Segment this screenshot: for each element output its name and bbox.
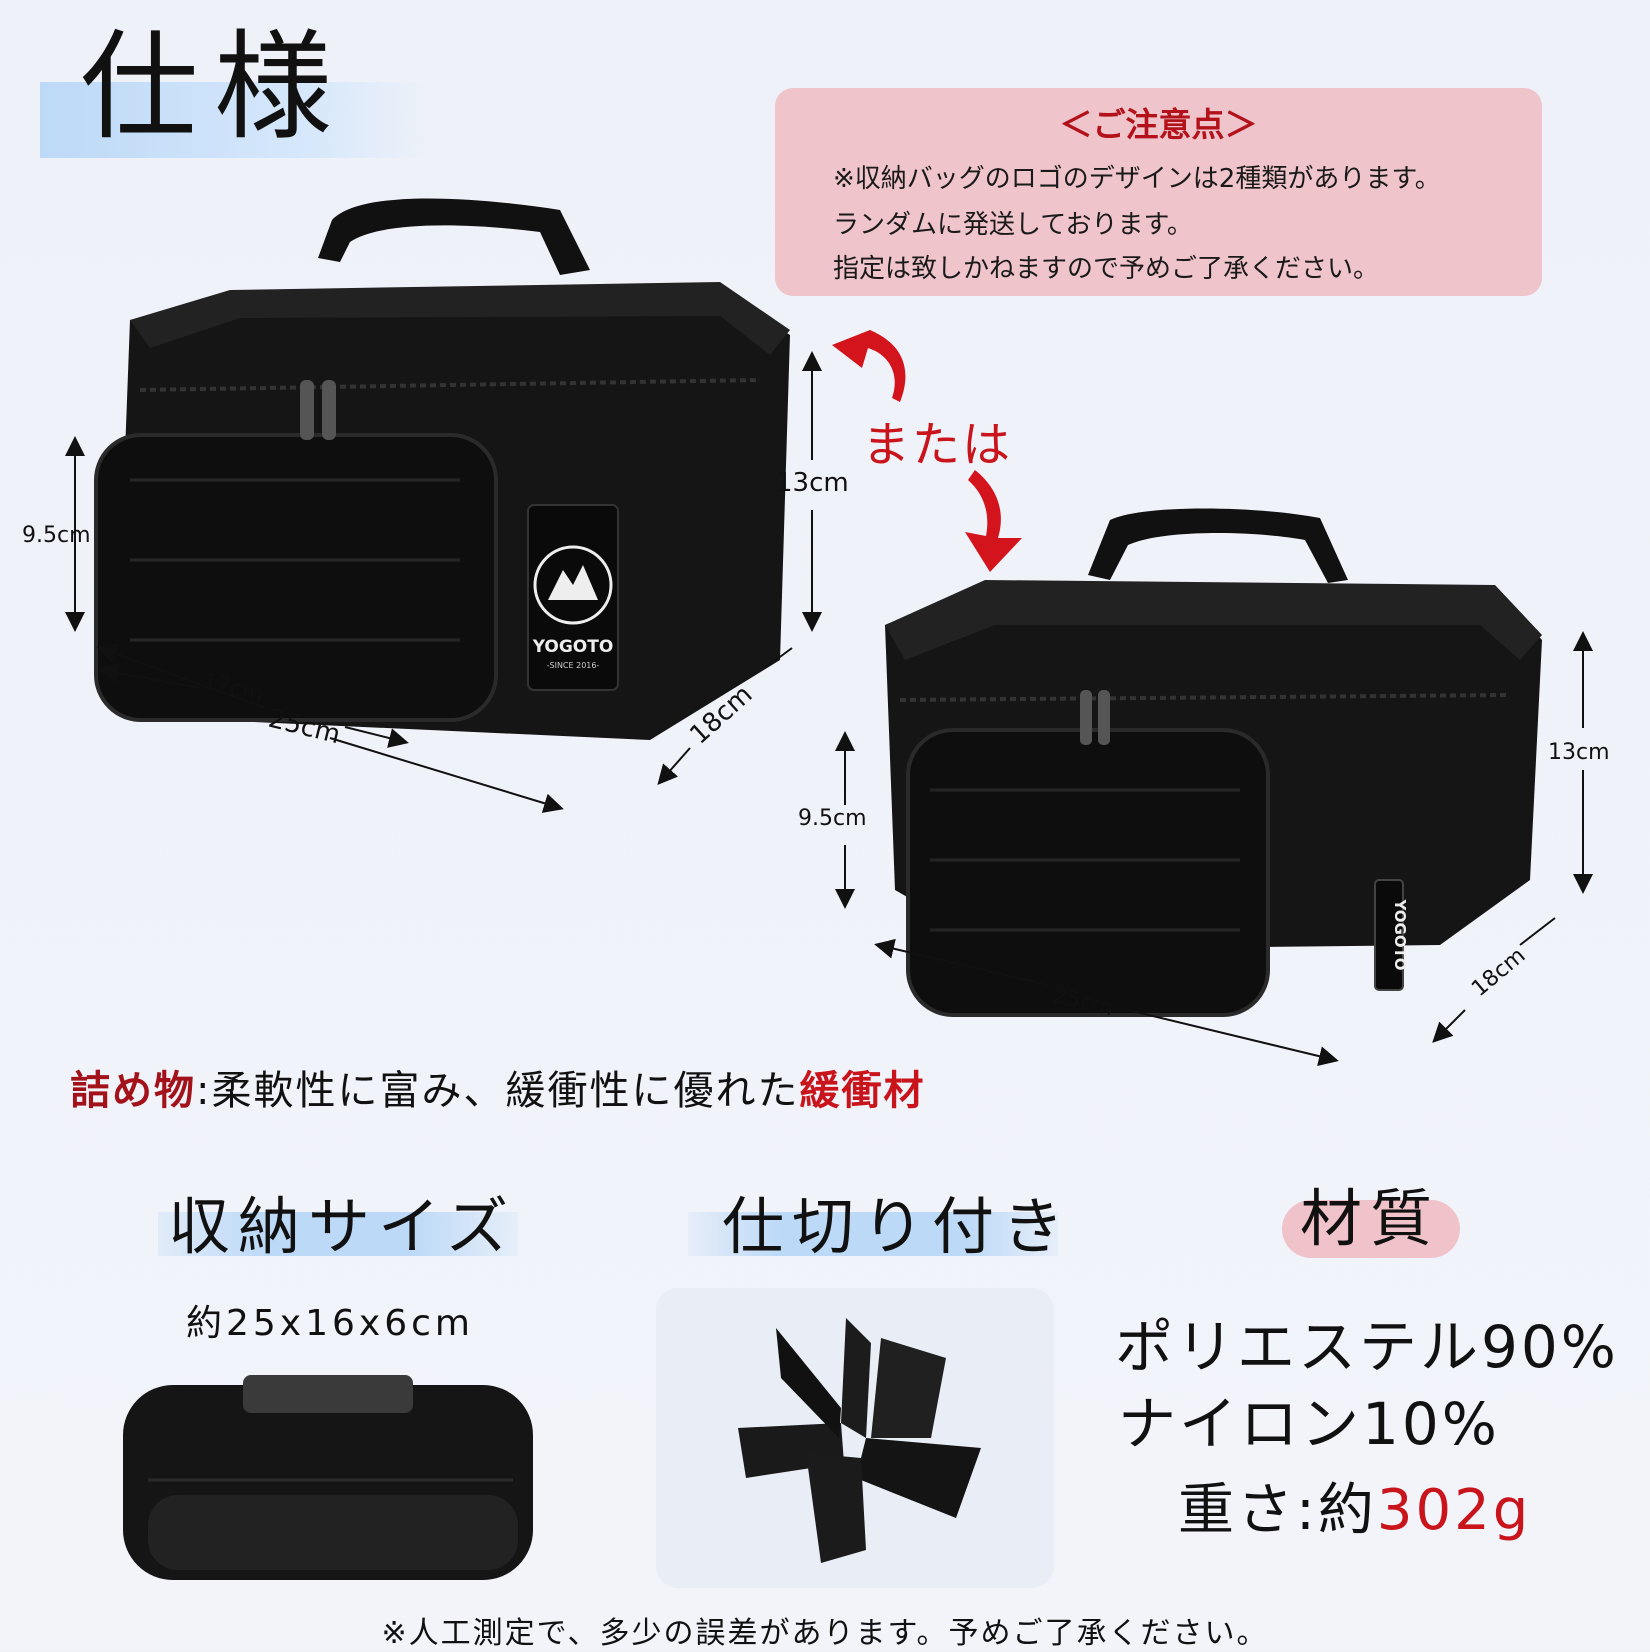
storage-bag-image — [123, 1375, 533, 1580]
bag-2-side-height: 9.5cm — [798, 806, 867, 831]
caution-line-2: ランダムに発送しております。 — [833, 210, 1193, 240]
or-label: または — [862, 417, 1013, 473]
caution-heading: ＜ご注意点＞ — [1059, 105, 1258, 144]
weight-value: 302g — [1376, 1478, 1532, 1543]
bag-1-image: YOGOTO -SINCE 2016- — [94, 198, 790, 740]
material-line-1: ポリエステル90% — [1115, 1313, 1619, 1381]
storage-title-highlight — [158, 1212, 518, 1256]
or-arrows — [832, 330, 1022, 572]
caution-box: ＜ご注意点＞ ※収納バッグのロゴのデザインは2種類があります。 ランダムに発送し… — [775, 88, 1542, 296]
caution-line-3: 指定は致しかねますので予めご了承ください。 — [833, 254, 1380, 284]
filling-colon: : — [196, 1068, 212, 1114]
material-line-2: ナイロン10% — [1118, 1390, 1500, 1458]
bag-1-logo-text: YOGOTO — [532, 637, 614, 657]
bag-2-image: YOGOTO — [885, 508, 1542, 1017]
bag-2-logo-text: YOGOTO — [1391, 898, 1409, 970]
bag-2-dimension-arrows — [835, 631, 1593, 1066]
divider-title-highlight — [688, 1212, 1058, 1256]
weight: 重さ:約302g — [1178, 1465, 1531, 1546]
bag-1-main-height: 13cm — [776, 468, 849, 498]
bag-2-main-height: 13cm — [1548, 740, 1610, 765]
title-highlight — [40, 82, 430, 158]
page-title: 仕様 — [80, 18, 349, 156]
bag-1-dimension-arrows — [65, 351, 822, 813]
caution-line-1: ※収納バッグのロゴのデザインは2種類があります。 — [833, 164, 1441, 194]
material-title: 材質 — [1300, 1182, 1441, 1255]
filling-text: 柔軟性に富み、緩衝性に優れた — [211, 1068, 800, 1114]
divider-photo-card — [656, 1288, 1054, 1588]
filling-description: 詰め物:柔軟性に富み、緩衝性に優れた緩衝材 — [70, 1058, 925, 1116]
bag-1-logo-sub: -SINCE 2016- — [547, 661, 600, 670]
filling-label: 詰め物 — [70, 1068, 196, 1114]
weight-label: 重さ:約 — [1178, 1478, 1377, 1543]
filling-highlight: 緩衝材 — [799, 1068, 926, 1114]
bag-1-side-height: 9.5cm — [22, 523, 91, 548]
product-illustrations: YOGOTO -SINCE 2016- YOGOTO — [65, 198, 1593, 1066]
divider-title: 仕切り付き — [722, 1190, 1073, 1263]
material-title-highlight — [1282, 1200, 1460, 1258]
storage-title: 収納サイズ — [168, 1190, 517, 1263]
storage-size: 約25x16x6cm — [186, 1303, 474, 1344]
footer-note: ※人工測定で、多少の誤差があります。予めご了承ください。 — [381, 1616, 1269, 1651]
divider-image — [738, 1318, 981, 1563]
